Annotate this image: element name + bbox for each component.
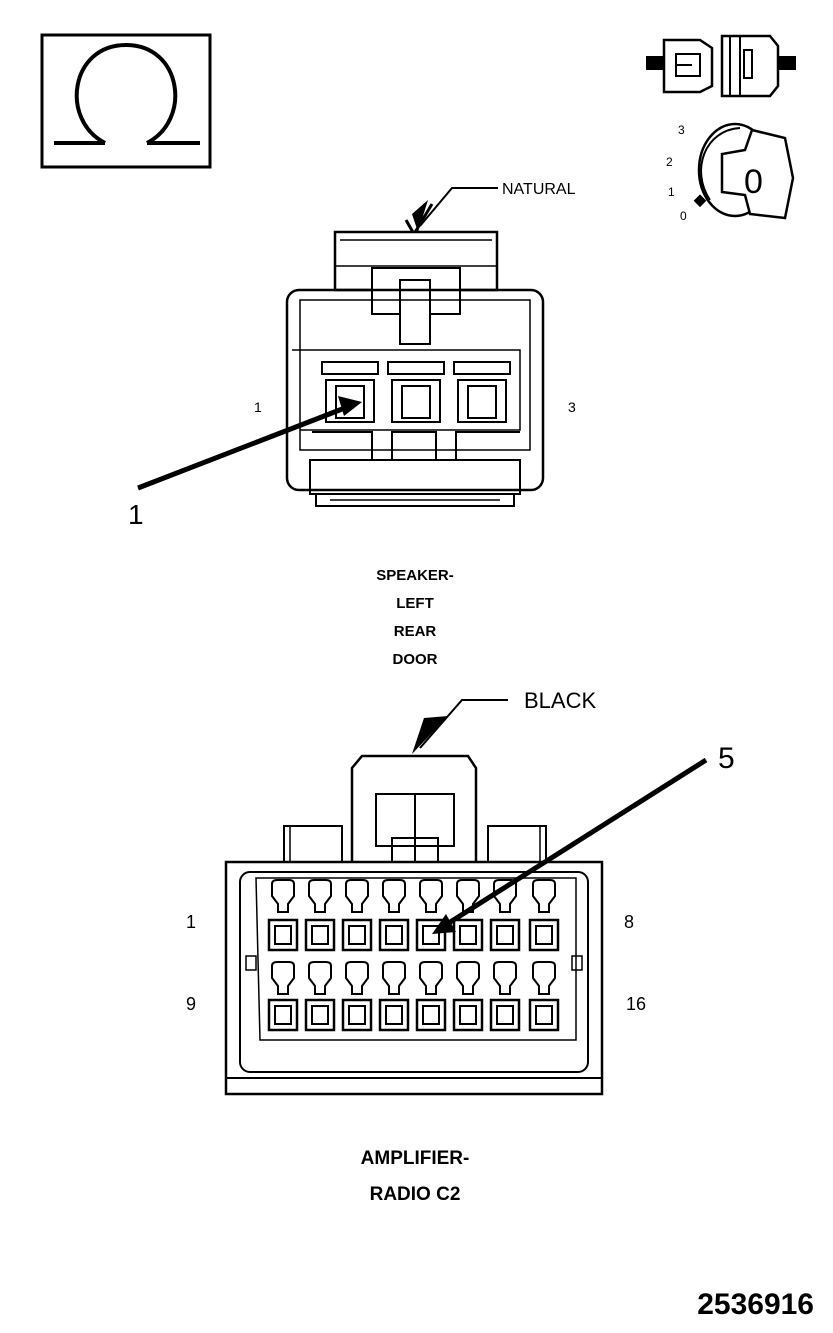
speaker-name-line-2: LEFT [396,595,434,612]
speaker-name-line-3: REAR [394,623,437,640]
amplifier-connector: BLACK 1 8 9 16 5 [186,688,735,1096]
key-letter: 0 [744,163,763,201]
amplifier-row2-right-label: 16 [626,994,646,1014]
speaker-cavity-1 [321,361,379,423]
amplifier-pin-cavity-16 [528,961,560,1032]
amplifier-pin-cavity-13 [415,961,447,1032]
figure-number: 2536916 [697,1288,814,1321]
speaker-pin-3-label: 3 [568,399,576,415]
key-position-2: 2 [666,155,673,169]
amplifier-pin-cavity-3 [341,879,373,952]
amplifier-name-line-2: RADIO C2 [370,1184,461,1205]
key-position-1: 1 [668,185,675,199]
ohm-meter-icon [40,33,212,169]
amplifier-pin-cavity-2 [304,879,336,952]
speaker-callout-number: 1 [128,499,144,530]
speaker-name-line-1: SPEAKER- [376,567,454,584]
amplifier-pin-cavity-15 [489,961,521,1032]
amplifier-pin-cavity-10 [304,961,336,1032]
amplifier-pin-cavity-1 [267,879,299,952]
speaker-connector: NATURAL 1 3 [128,181,576,530]
speaker-connector-name: SPEAKER- LEFT REAR DOOR [376,567,454,668]
amplifier-connector-name: AMPLIFIER- RADIO C2 [361,1148,470,1205]
amplifier-pin-cavities [267,879,560,1032]
speaker-cavity-3 [453,361,511,423]
key-position-3: 3 [678,123,685,137]
amplifier-pin-cavity-6 [452,879,484,952]
amplifier-row1-right-label: 8 [624,912,634,932]
amplifier-row1-left-label: 1 [186,912,196,932]
amplifier-pin-cavity-11 [341,961,373,1032]
ignition-key-off-icon: 3 2 1 0 0 [666,122,795,223]
amplifier-pin-cavity-9 [267,961,299,1032]
amplifier-pin-cavity-12 [378,961,410,1032]
speaker-name-line-4: DOOR [393,651,438,668]
disconnected-connector-icon [646,34,796,98]
speaker-cavity-2 [387,361,445,423]
amplifier-name-line-1: AMPLIFIER- [361,1148,470,1169]
amplifier-pin-cavity-14 [452,961,484,1032]
speaker-pin-1-label: 1 [254,399,262,415]
amplifier-callout-number: 5 [718,742,735,775]
key-position-0: 0 [680,209,687,223]
amplifier-row2-left-label: 9 [186,994,196,1014]
amplifier-pin-cavity-8 [528,879,560,952]
speaker-color-label: NATURAL [502,181,576,198]
amplifier-color-label: BLACK [524,688,596,713]
amplifier-pin-cavity-4 [378,879,410,952]
